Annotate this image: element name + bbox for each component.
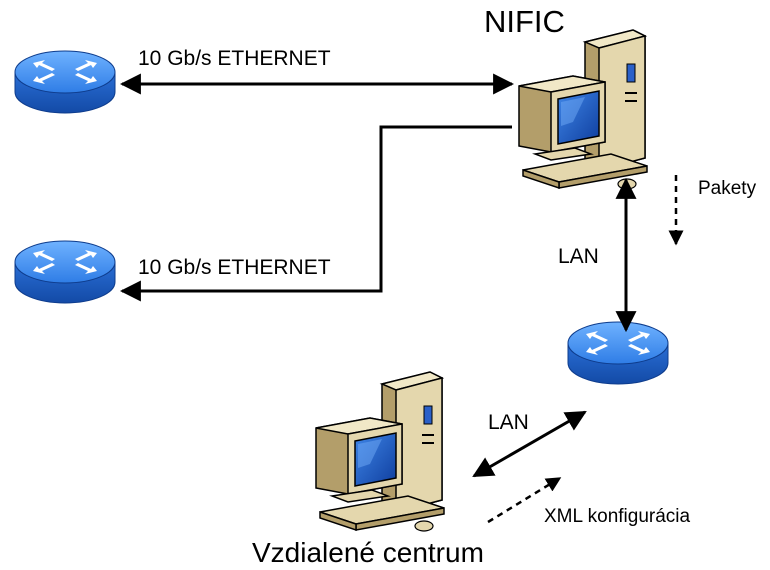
nific-label: NIFIC [484,4,565,39]
remote-center-label: Vzdialené centrum [252,537,484,568]
lan-lower-label: LAN [488,411,529,434]
ethernet-link-bottom [119,125,512,302]
router-middle-left [14,240,116,304]
pakety-label: Pakety [698,178,757,199]
ethernet-top-label: 10 Gb/s ETHERNET [138,47,331,70]
xml-config-flow-arrow [487,476,562,524]
computer-nific [518,29,648,190]
computer-remote-center [315,371,445,532]
router-right [567,321,669,385]
xml-config-label: XML konfigurácia [544,506,691,527]
ethernet-bottom-label: 10 Gb/s ETHERNET [138,256,331,279]
lan-upper-label: LAN [558,245,599,268]
lan-link-router-remote [472,410,587,478]
router-top-left [14,50,116,114]
